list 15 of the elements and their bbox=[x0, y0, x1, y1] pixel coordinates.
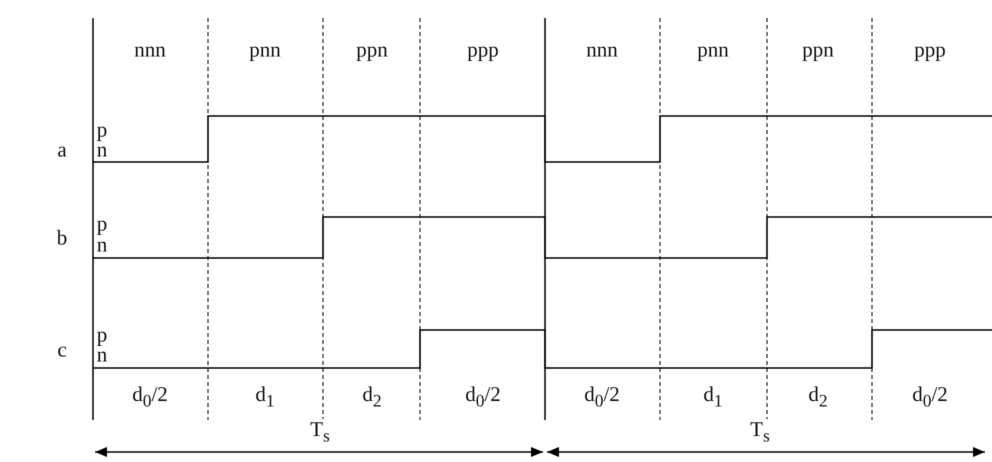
level-label: n bbox=[96, 344, 108, 366]
level-label: p bbox=[96, 120, 108, 140]
level-label: n bbox=[96, 140, 108, 160]
level-label: n bbox=[96, 234, 108, 256]
signal-label: a bbox=[56, 140, 68, 160]
duration-label: d$_{0}$/2 bbox=[463, 384, 503, 410]
duration-label: d$_{0}$/2 bbox=[582, 384, 622, 410]
duration-label: d$_{0}$/2 bbox=[130, 384, 170, 410]
period-label: T$_{s}$ bbox=[748, 419, 772, 445]
level-label: p bbox=[96, 214, 108, 234]
period-label: T$_{s}$ bbox=[308, 419, 332, 445]
signal-label: b bbox=[56, 228, 68, 248]
signal-label: c bbox=[56, 340, 68, 360]
level-label: p bbox=[96, 324, 108, 346]
duration-label: d$_{0}$/2 bbox=[910, 384, 950, 410]
